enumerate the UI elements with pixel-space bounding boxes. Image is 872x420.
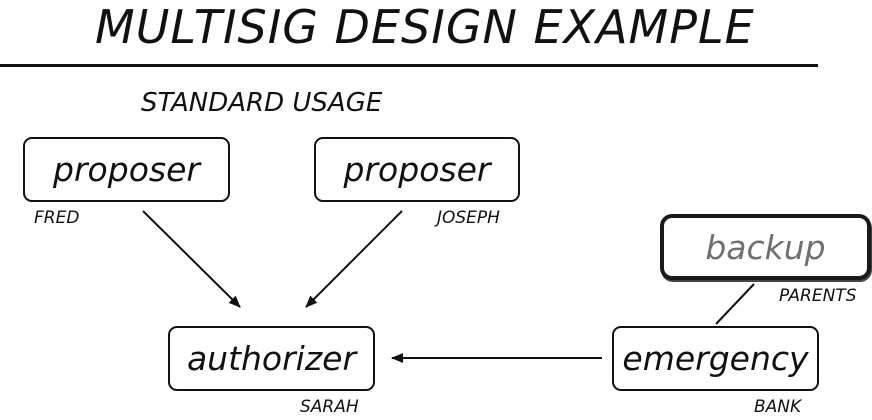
authorizer-node: authorizer — [168, 326, 375, 391]
authorizer-label: authorizer — [186, 339, 357, 378]
page-title: MULTISIG DESIGN EXAMPLE — [95, 0, 755, 54]
owner-label-fred: FRED — [34, 208, 80, 228]
arrow-joseph-to-authorizer — [305, 210, 403, 308]
owner-label-parents: PARENTS — [779, 286, 857, 306]
link-backup-to-emergency — [715, 283, 755, 325]
proposer-joseph-label: proposer — [343, 150, 491, 189]
proposer-node-joseph: proposer — [314, 137, 520, 202]
owner-label-sarah: SARAH — [300, 397, 359, 417]
backup-label: backup — [705, 227, 826, 267]
title-divider — [0, 64, 818, 67]
proposer-fred-label: proposer — [53, 150, 200, 189]
proposer-node-fred: proposer — [23, 137, 230, 202]
section-label: STANDARD USAGE — [141, 88, 383, 118]
emergency-node: emergency — [612, 326, 819, 391]
arrow-fred-to-authorizer — [142, 210, 241, 308]
backup-node: backup — [660, 214, 871, 280]
owner-label-bank: BANK — [754, 397, 802, 417]
owner-label-joseph: JOSEPH — [437, 208, 500, 228]
emergency-label: emergency — [622, 339, 809, 378]
